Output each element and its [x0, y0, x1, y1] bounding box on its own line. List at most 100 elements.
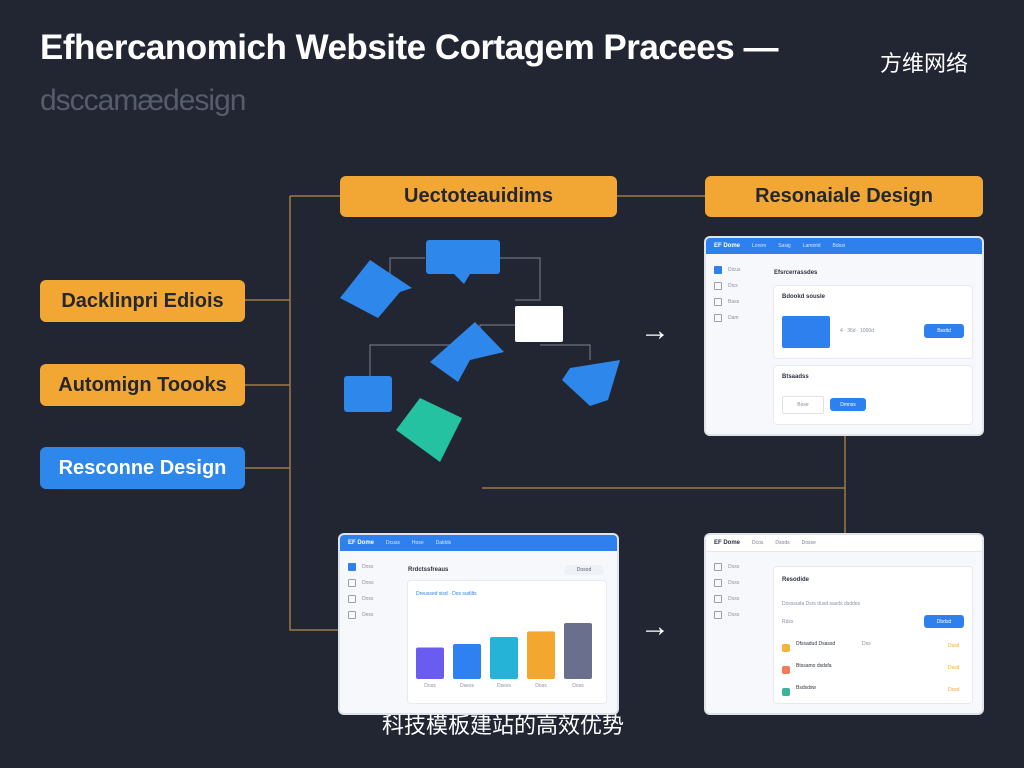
shape-blue-arrow-2 [562, 360, 620, 406]
chart-bar-label: Dsess [460, 683, 474, 689]
panel-1-menu-item[interactable]: Lamintd [802, 243, 821, 249]
arrow-right-1: → [640, 314, 670, 347]
shape-white-box [515, 306, 563, 342]
shape-blue-square [344, 376, 392, 412]
arrow-right-2: → [640, 610, 670, 643]
panel-1-card-title: Bdookd sousle [782, 294, 826, 300]
panel-3-side-item[interactable]: Doss [714, 559, 739, 575]
menu-icon [714, 298, 722, 306]
panel-1-side-item[interactable]: Dam [714, 310, 741, 326]
menu-icon [714, 595, 722, 603]
panel-3-subtext: Dosssuda Dsrs dusd sasds dsddes [782, 601, 861, 607]
list-item[interactable]: Btssamo dsdsfa Dssd [782, 663, 964, 681]
panel-2-sidebar: Doss Doos Doss Dess [348, 559, 374, 623]
menu-icon [714, 563, 722, 571]
panel-1-side-item[interactable]: Dics [714, 278, 741, 294]
node-top-center: Uectoteauidims [340, 176, 617, 217]
panel-3-side-item[interactable]: Doss [714, 591, 739, 607]
brand-name: 方维网络 [880, 51, 969, 76]
panel-1-select[interactable]: Bose [782, 396, 824, 414]
panel-1-logo: EF Dome [714, 243, 741, 249]
chart-bar [564, 623, 592, 679]
item-icon [782, 666, 790, 674]
panel-2-menu-item[interactable]: Daldds [435, 540, 452, 546]
shape-blue-diamond [430, 322, 504, 382]
panel-1-card-text: 4 · 36d · 1000d [840, 328, 874, 334]
node-left-3: Resconne Design [40, 447, 245, 489]
panel-2-side-item[interactable]: Doss [348, 591, 374, 607]
panel-1-side-item[interactable]: Bass [714, 294, 741, 310]
panel-1-menu-item[interactable]: Sasig [778, 243, 791, 249]
abstract-shapes [340, 240, 620, 462]
item-icon [782, 644, 790, 652]
panel-2-subtext: Dreussed sisd · Dos sudilts [416, 591, 477, 597]
panel-2-chip[interactable]: Dosod [564, 565, 604, 575]
panel-3-menu-item[interactable]: Dsods [775, 540, 790, 546]
panel-3-side-item[interactable]: Doss [714, 607, 739, 623]
node-top-right: Resonaiale Design [705, 176, 983, 217]
panel-2-header: EF Dome Dcuss Hose Daldds [340, 535, 617, 551]
chart-bar-label: Dsess [497, 683, 511, 689]
panel-3-menu-item[interactable]: Dosse [801, 540, 816, 546]
menu-icon [348, 579, 356, 587]
diagram-title: Efhercanomich Website Cortagem Pracees — [40, 28, 778, 67]
panel-1-sidebar: Dicus Dics Bass Dam [714, 262, 741, 326]
shape-speech-box [426, 240, 500, 274]
shape-link-1 [389, 257, 425, 280]
panel-1-menu-item[interactable]: Lorem [752, 243, 767, 249]
diagram-subtitle: dsccamædesign [40, 84, 246, 117]
panel-2-side-item[interactable]: Dess [348, 607, 374, 623]
panel-1-form-title: Btsaadss [782, 374, 809, 380]
panel-1-side-item[interactable]: Dicus [714, 262, 741, 278]
menu-icon [348, 563, 356, 571]
chart-bar-label: Doss [424, 683, 436, 689]
chart-bar-label: Doss [572, 683, 584, 689]
panel-3-button[interactable]: Dbdsd [924, 615, 964, 628]
menu-icon [348, 611, 356, 619]
panel-1-card-image [782, 316, 830, 348]
connector-trunk [289, 196, 340, 631]
node-left-1: Dacklinpri Ediois [40, 280, 245, 322]
panel-3-menu-item[interactable]: Dcos [752, 540, 764, 546]
panel-2-side-item[interactable]: Doss [348, 559, 374, 575]
list-item[interactable]: Bsdsdsw Dssd [782, 685, 964, 703]
panel-2-menu-item[interactable]: Hose [411, 540, 424, 546]
menu-icon [714, 611, 722, 619]
panel-1-form-button[interactable]: Dmnss [830, 398, 866, 411]
panel-3-side-item[interactable]: Doss [714, 575, 739, 591]
panel-1-menu-item[interactable]: Bdosi [832, 243, 846, 249]
panel-2-menu-item[interactable]: Dcuss [386, 540, 400, 546]
panel-2-side-item[interactable]: Doos [348, 575, 374, 591]
caption: 科技模板建站的高效优势 [382, 713, 625, 738]
panel-1-form-card: Btsaadss Bose Dmnss [774, 366, 972, 424]
chart-bar-label: Doss [535, 683, 547, 689]
panel-2-chart-card: Dreussed sisd · Dos sudilts Doss Dsess Dse… [408, 581, 606, 703]
panel-2-heading: Rrdctssfreaus [408, 567, 449, 573]
panel-1-heading: Efsrcerrassdes [774, 270, 818, 276]
panel-1-card: Bdookd sousle 4 · 36d · 1000d Bsstid [774, 286, 972, 358]
panel-3-heading: Resodide [782, 577, 810, 583]
menu-icon [348, 595, 356, 603]
shape-link-4 [540, 344, 591, 360]
panel-1-header: EF Dome Lorem Sasig Lamintd Bdosi [706, 238, 982, 254]
dashboard-panel-3: EF Dome Dcos Dsods Dosse Doss Doss Doss … [706, 535, 982, 713]
node-left-2: Automign Toooks [40, 364, 245, 406]
panel-2-logo: EF Dome [348, 540, 375, 546]
panel-3-sidebar: Doss Doss Doss Doss [714, 559, 739, 623]
shape-link-2 [500, 257, 541, 301]
panel-3-label: Rdss [782, 619, 794, 625]
chart-bar [490, 637, 518, 679]
menu-icon [714, 314, 722, 322]
panel-3-header: EF Dome Dcos Dsods Dosse [706, 535, 982, 552]
shape-blue-arrow-1 [340, 260, 412, 318]
panel-1-card-button[interactable]: Bsstid [924, 324, 964, 338]
dashboard-panel-1: EF Dome Lorem Sasig Lamintd Bdosi Dicus … [706, 238, 982, 434]
chart-bar [527, 631, 555, 679]
chart-bar [453, 644, 481, 679]
panel-3-logo: EF Dome [714, 540, 741, 546]
list-item[interactable]: Dfssadud Dsassd Dss Dssd [782, 641, 964, 659]
panel-2-bar-chart: Doss Dsess Dsess Doss Doss [416, 623, 592, 689]
item-icon [782, 688, 790, 696]
shape-teal-box [396, 398, 462, 462]
